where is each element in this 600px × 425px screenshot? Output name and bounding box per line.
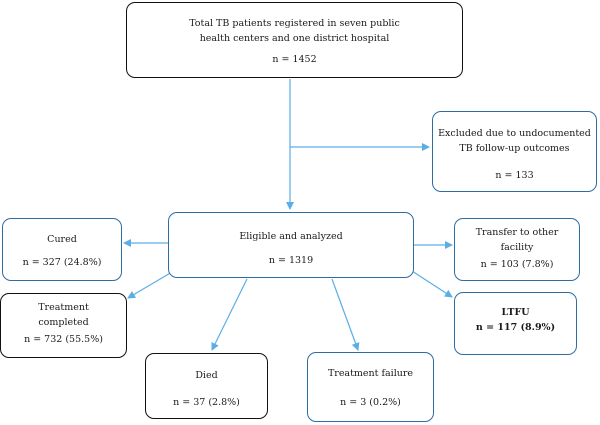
total-line-2: health centers and one district hospital (199, 33, 390, 44)
excluded-count: n = 133 (495, 170, 534, 181)
ltfu-count: n = 117 (8.9%) (475, 322, 556, 333)
transfer-line-2: facility (500, 242, 534, 253)
cured-box: Cured n = 327 (24.8%) (2, 218, 122, 281)
died-box: Died n = 37 (2.8%) (145, 353, 268, 419)
completed-line-1: Treatment (38, 302, 89, 313)
total-count: n = 1452 (272, 54, 317, 65)
ltfu-label: LTFU (501, 307, 530, 318)
failure-count: n = 3 (0.2%) (340, 397, 401, 408)
arrow-to-ltfu (411, 270, 453, 298)
total-line-1: Total TB patients registered in seven pu… (189, 18, 400, 29)
died-label: Died (195, 370, 218, 381)
completed-line-2: completed (38, 317, 89, 328)
transfer-count: n = 103 (7.8%) (480, 259, 554, 270)
excluded-line-2: TB follow-up outcomes (459, 143, 570, 154)
cured-count: n = 327 (24.8%) (22, 257, 102, 268)
ltfu-box: LTFU n = 117 (8.9%) (454, 292, 577, 355)
completed-box: Treatment completed n = 732 (55.5%) (0, 293, 127, 358)
transfer-box: Transfer to other facility n = 103 (7.8%… (454, 218, 580, 281)
failure-label: Treatment failure (327, 368, 414, 379)
eligible-label: Eligible and analyzed (239, 231, 343, 242)
arrow-to-failure (331, 278, 360, 351)
arrow-to-completed (127, 271, 173, 299)
total-patients-box: Total TB patients registered in seven pu… (126, 2, 463, 78)
transfer-line-1: Transfer to other (475, 227, 559, 238)
treatment-failure-box: Treatment failure n = 3 (0.2%) (307, 352, 434, 422)
eligible-count: n = 1319 (268, 255, 314, 266)
arrow-to-died (211, 278, 248, 351)
died-count: n = 37 (2.8%) (173, 397, 240, 408)
cured-label: Cured (47, 234, 77, 245)
excluded-line-1: Excluded due to undocumented (438, 128, 591, 139)
excluded-box: Excluded due to undocumented TB follow-u… (432, 111, 597, 192)
eligible-box: Eligible and analyzed n = 1319 (168, 212, 414, 278)
completed-count: n = 732 (55.5%) (24, 334, 103, 345)
